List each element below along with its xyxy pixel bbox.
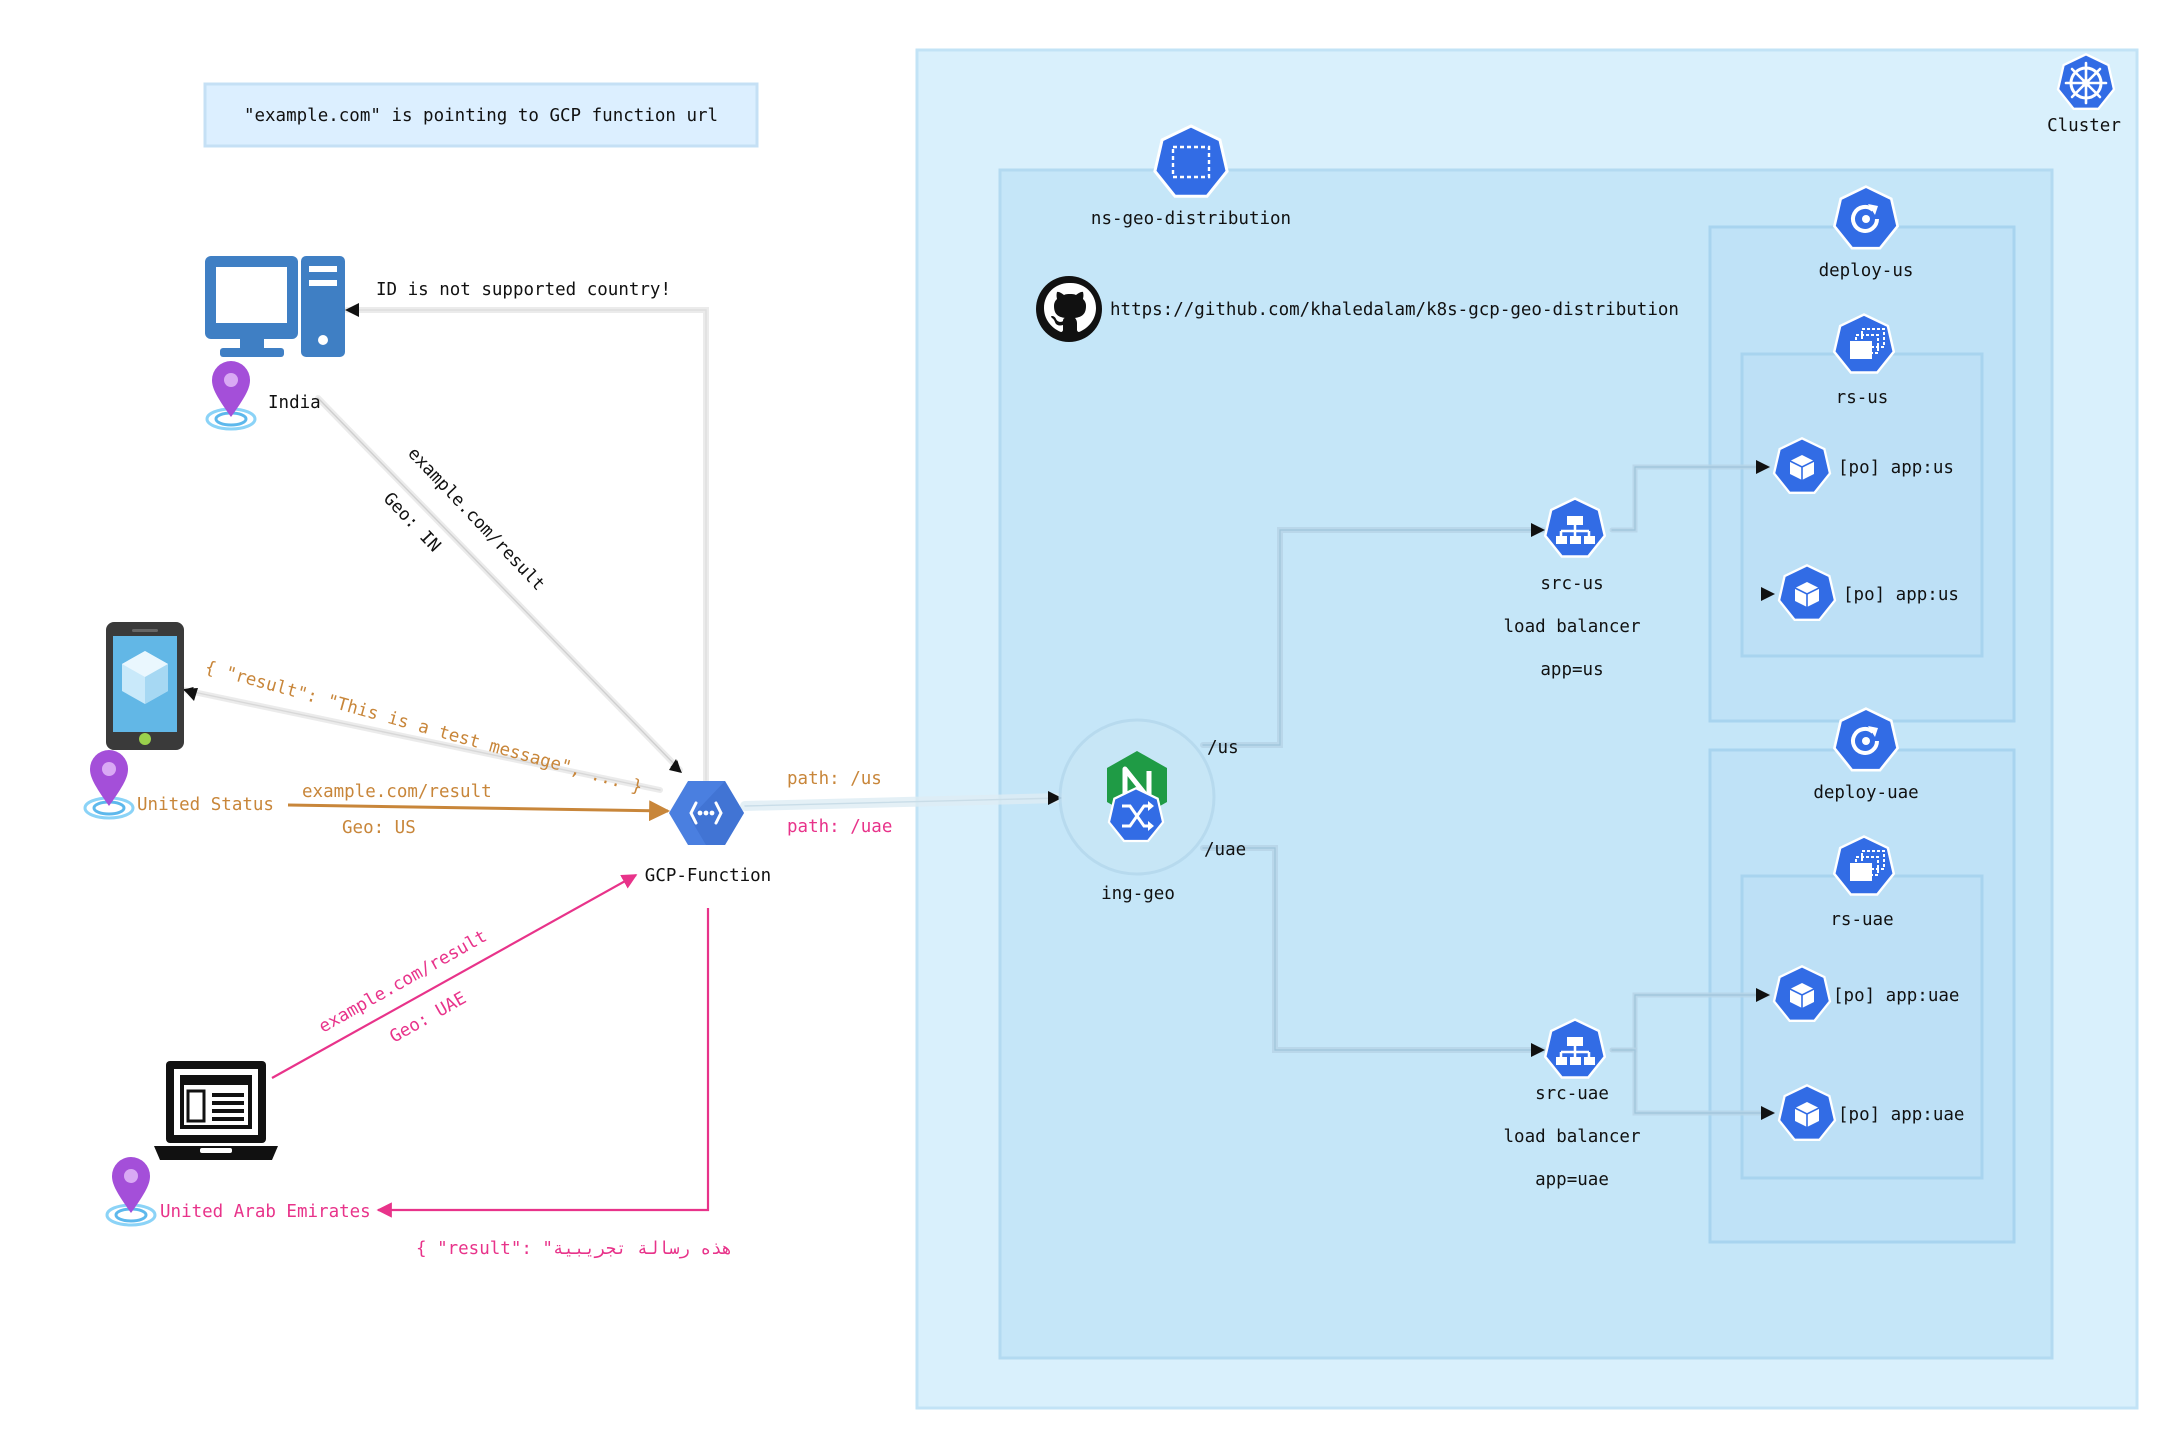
service-uae-icon (1543, 1018, 1607, 1079)
ingress-route-uae-label: /uae (1204, 840, 1246, 860)
us-request-line (287, 800, 671, 822)
laptop-icon (154, 1061, 278, 1160)
replicaset-uae-label: rs-uae (1830, 910, 1893, 930)
nginx-ingress-icon (1058, 718, 1216, 876)
deployment-us-label: deploy-us (1819, 261, 1914, 281)
service-us-icon (1543, 497, 1607, 558)
pod-icon (1772, 965, 1832, 1022)
cloud-functions-icon (669, 781, 744, 845)
desktop-computer-icon (205, 256, 345, 357)
uae-response-label: { "result": "هذه رسالة تجريبية (416, 1239, 732, 1259)
us-location-label: United Status (137, 795, 274, 815)
connectors (181, 305, 1775, 1118)
github-icon (1036, 276, 1102, 342)
pod-us-2-label: [po] app:us (1843, 585, 1959, 605)
service-uae-name: src-uae (1535, 1084, 1609, 1104)
service-us-name: src-us (1540, 574, 1603, 594)
kubernetes-helm-icon (2056, 53, 2116, 110)
ingress-label: ing-geo (1101, 884, 1175, 904)
replicaset-us-icon (1832, 313, 1896, 374)
india-response-label: ID is not supported country! (376, 280, 671, 300)
github-url-label: https://github.com/khaledalam/k8s-gcp-ge… (1110, 300, 1679, 320)
pod-icon (1777, 1084, 1837, 1141)
us-request-url-label: example.com/result (302, 782, 492, 802)
india-request-geo-label: Geo: IN (379, 489, 444, 556)
pod-icon (1772, 437, 1832, 494)
uae-request-geo-label: Geo: UAE (387, 988, 470, 1047)
note-text: "example.com" is pointing to GCP functio… (244, 106, 718, 126)
namespace-label: ns-geo-distribution (1091, 209, 1291, 229)
cluster-label: Cluster (2047, 116, 2121, 136)
india-location-label: India (268, 393, 321, 413)
namespace-icon (1153, 124, 1229, 198)
uae-request-line (271, 874, 638, 1079)
uae-location-label: United Arab Emirates (160, 1202, 371, 1222)
ingress-route-us-label: /us (1207, 738, 1239, 758)
mobile-phone-icon (106, 622, 184, 750)
pod-uae-2-label: [po] app:uae (1838, 1105, 1964, 1125)
gcp-path-uae-label: path: /uae (787, 817, 892, 837)
service-us-selector: app=us (1540, 660, 1603, 680)
uae-location-pin-icon (105, 1157, 157, 1227)
pod-icon (1777, 564, 1837, 621)
pod-uae-1-label: [po] app:uae (1833, 986, 1959, 1006)
us-response-label: { "result": "This is a test message", ..… (203, 658, 645, 798)
service-uae-type: load balancer (1504, 1127, 1641, 1147)
rs-uae-box (1740, 874, 1984, 1180)
service-us-type: load balancer (1504, 617, 1641, 637)
us-request-geo-label: Geo: US (342, 818, 416, 838)
india-location-pin-icon (205, 361, 257, 431)
pod-us-1-label: [po] app:us (1838, 458, 1954, 478)
india-request-url-label: example.com/result (403, 444, 548, 595)
service-uae-selector: app=uae (1535, 1170, 1609, 1190)
deployment-uae-label: deploy-uae (1813, 783, 1918, 803)
india-response-line (344, 307, 709, 783)
uae-response-line (376, 908, 710, 1218)
gcp-path-us-label: path: /us (787, 769, 882, 789)
replicaset-us-label: rs-us (1836, 388, 1889, 408)
deployment-uae-icon (1833, 707, 1899, 772)
arrowheads (183, 303, 1775, 1120)
deployment-us-icon (1833, 185, 1899, 250)
replicaset-uae-icon (1832, 835, 1896, 896)
gcp-function-label: GCP-Function (645, 866, 771, 886)
note-box (203, 82, 759, 148)
us-location-pin-icon (83, 750, 135, 820)
